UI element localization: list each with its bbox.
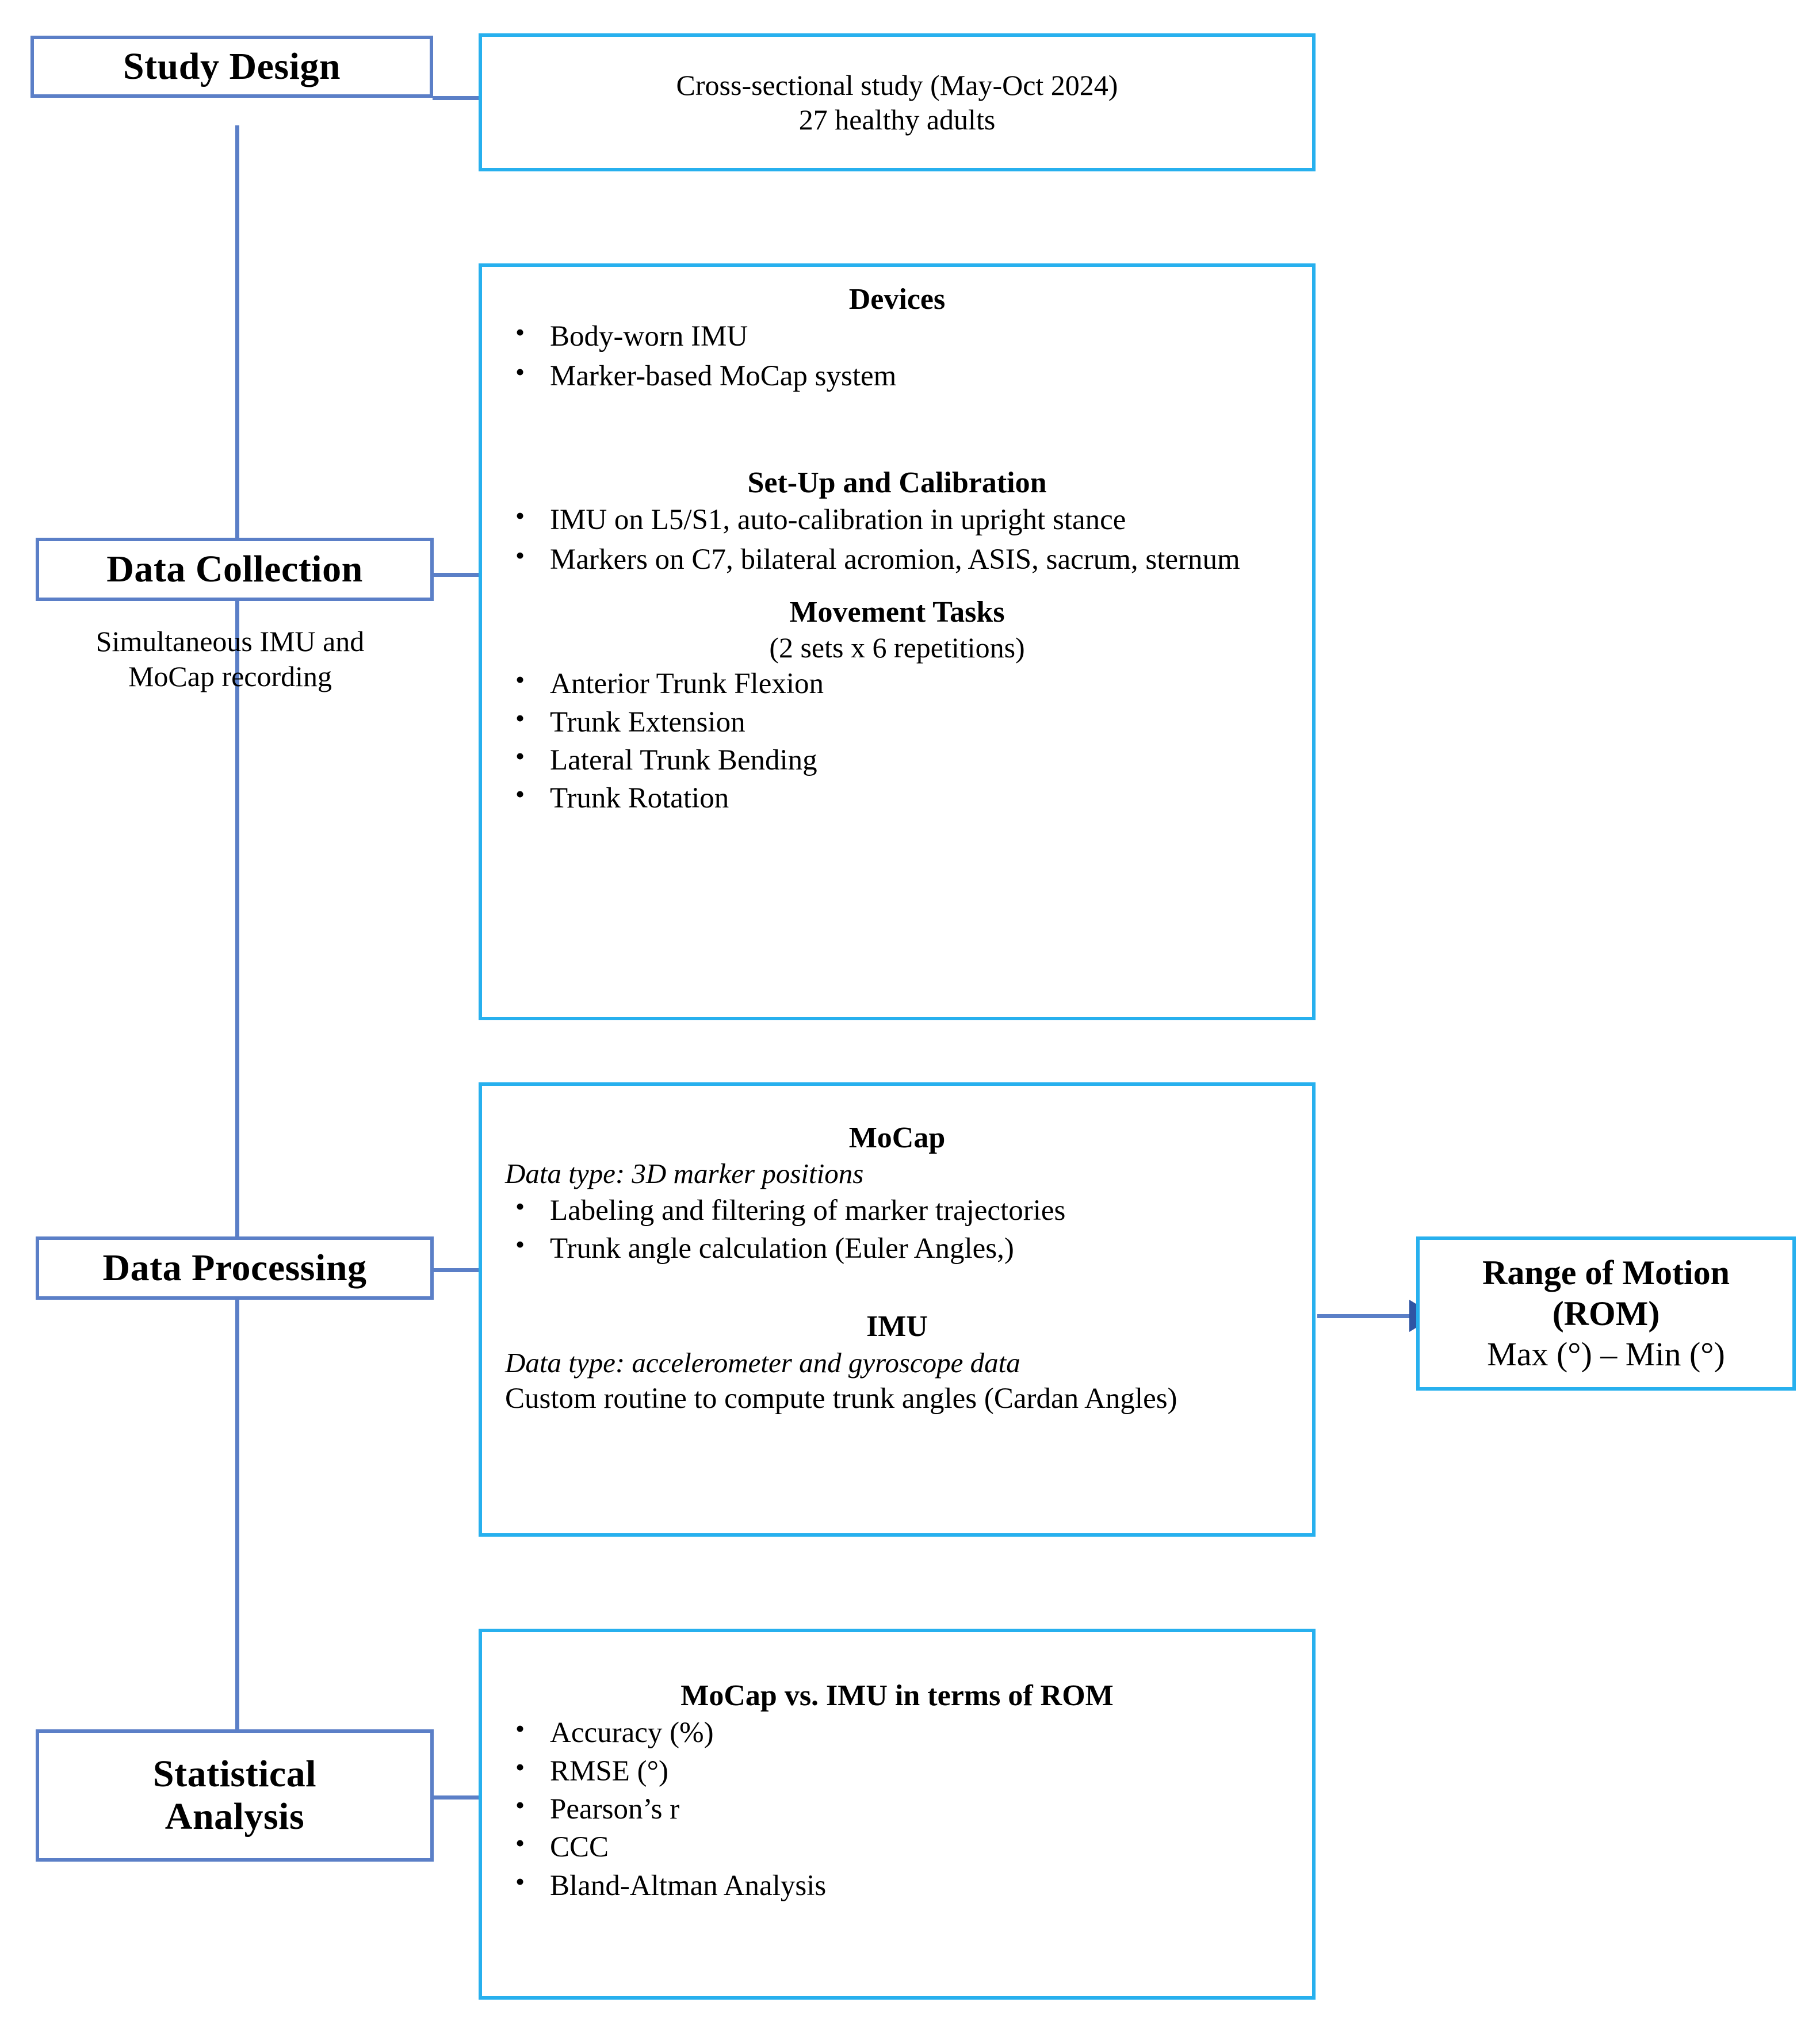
- stats-heading: MoCap vs. IMU in terms of ROM: [680, 1679, 1114, 1712]
- movement-tasks-subheading: (2 sets x 6 repetitions): [769, 631, 1025, 664]
- connector-study-design-to-panel: [433, 96, 480, 100]
- rom-title-line-2: (ROM): [1552, 1295, 1660, 1333]
- spacer: [505, 396, 1289, 465]
- list-item: Pearson’s r: [505, 1788, 1289, 1828]
- connector-processing-to-rom: [1317, 1314, 1418, 1318]
- list-item: RMSE (°): [505, 1750, 1289, 1790]
- spine-connector-line: [235, 125, 239, 1855]
- list-item: Trunk Extension: [505, 701, 1289, 741]
- mocap-data-type: Data type: 3D marker positions: [505, 1158, 864, 1190]
- list-item: Bland-Altman Analysis: [505, 1864, 1289, 1905]
- stage-box-statistical-analysis[interactable]: Statistical Analysis: [36, 1729, 434, 1862]
- devices-heading: Devices: [848, 283, 946, 316]
- stage-label-statistical-analysis-line-1: Statistical: [152, 1753, 317, 1795]
- mocap-list: Labeling and filtering of marker traject…: [505, 1189, 1289, 1268]
- stage-label-data-processing: Data Processing: [102, 1247, 367, 1289]
- list-item: Lateral Trunk Bending: [505, 739, 1289, 779]
- imu-data-type: Data type: accelerometer and gyroscope d…: [505, 1346, 1020, 1379]
- stats-list: Accuracy (%) RMSE (°) Pearson’s r CCC Bl…: [505, 1712, 1289, 1905]
- list-item: Body-worn IMU: [505, 315, 1289, 355]
- list-item: Labeling and filtering of marker traject…: [505, 1189, 1289, 1230]
- spacer: [505, 580, 1289, 595]
- movement-tasks-heading: Movement Tasks: [789, 595, 1005, 629]
- panel-range-of-motion[interactable]: Range of Motion (ROM) Max (°) – Min (°): [1416, 1236, 1796, 1391]
- panel-study-design[interactable]: Cross-sectional study (May-Oct 2024) 27 …: [479, 33, 1316, 171]
- setup-list: IMU on L5/S1, auto-calibration in uprigh…: [505, 499, 1289, 579]
- list-item: IMU on L5/S1, auto-calibration in uprigh…: [505, 499, 1289, 539]
- stage-label-statistical-analysis-line-2: Analysis: [165, 1795, 305, 1837]
- list-item: CCC: [505, 1826, 1289, 1866]
- panel-data-processing[interactable]: MoCap Data type: 3D marker positions Lab…: [479, 1082, 1316, 1537]
- study-design-line-1: Cross-sectional study (May-Oct 2024): [676, 69, 1118, 101]
- panel-data-collection[interactable]: Devices Body-worn IMU Marker-based MoCap…: [479, 263, 1316, 1020]
- list-item: Accuracy (%): [505, 1712, 1289, 1752]
- connector-data-processing-to-panel: [433, 1268, 480, 1272]
- list-item: Trunk Rotation: [505, 777, 1289, 817]
- rom-title-line-1: Range of Motion: [1482, 1254, 1730, 1292]
- connector-statistical-analysis-to-panel: [433, 1795, 480, 1800]
- spacer: [505, 1268, 1289, 1309]
- study-design-line-2: 27 healthy adults: [798, 104, 996, 136]
- stage-box-data-processing[interactable]: Data Processing: [36, 1236, 434, 1300]
- data-collection-note-line-1: Simultaneous IMU and: [95, 625, 365, 657]
- stage-label-study-design: Study Design: [123, 45, 341, 88]
- data-collection-note: Simultaneous IMU and MoCap recording: [12, 624, 449, 694]
- mocap-heading: MoCap: [848, 1121, 946, 1154]
- imu-body-text: Custom routine to compute trunk angles (…: [505, 1382, 1177, 1415]
- list-item: Trunk angle calculation (Euler Angles,): [505, 1227, 1289, 1268]
- stage-box-study-design[interactable]: Study Design: [30, 36, 433, 98]
- stage-box-data-collection[interactable]: Data Collection: [36, 538, 434, 601]
- setup-heading: Set-Up and Calibration: [747, 466, 1047, 499]
- connector-data-collection-to-panel: [433, 573, 480, 577]
- list-item: Anterior Trunk Flexion: [505, 663, 1289, 703]
- stage-label-data-collection: Data Collection: [106, 548, 363, 591]
- devices-list: Body-worn IMU Marker-based MoCap system: [505, 315, 1289, 395]
- imu-heading: IMU: [866, 1310, 928, 1343]
- movement-tasks-list: Anterior Trunk Flexion Trunk Extension L…: [505, 663, 1289, 817]
- list-item: Markers on C7, bilateral acromion, ASIS,…: [505, 538, 1289, 579]
- data-collection-note-line-2: MoCap recording: [128, 660, 332, 692]
- panel-statistical-analysis[interactable]: MoCap vs. IMU in terms of ROM Accuracy (…: [479, 1629, 1316, 2000]
- list-item: Marker-based MoCap system: [505, 355, 1289, 395]
- rom-formula: Max (°) – Min (°): [1487, 1335, 1725, 1373]
